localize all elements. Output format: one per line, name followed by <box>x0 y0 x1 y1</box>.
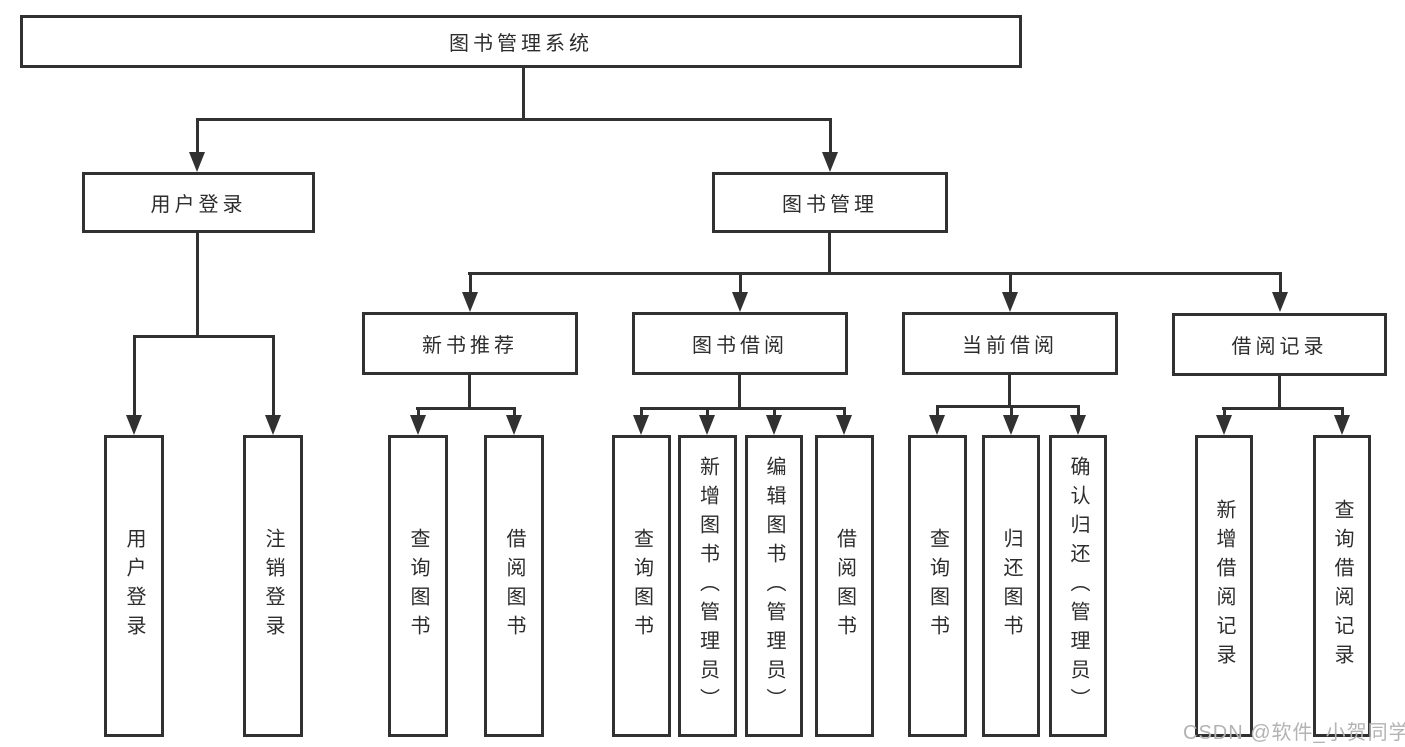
arrowhead-down-icon <box>822 152 838 172</box>
connector-line <box>196 118 832 121</box>
connector-line <box>1077 405 1080 417</box>
connector-line <box>1278 376 1281 410</box>
leaf-label: 查询借阅记录 <box>1331 499 1353 673</box>
arrowhead-down-icon <box>265 415 281 435</box>
node-library-management-system: 图书管理系统 <box>20 15 1022 68</box>
leaf-label: 归还图书 <box>1000 528 1022 644</box>
leaf-query-books-borrowing: 查询图书 <box>612 435 671 737</box>
connector-line <box>1009 272 1012 294</box>
leaf-label: 借阅图书 <box>833 528 856 644</box>
leaf-add-book-admin: 新增图书（管理员） <box>678 435 737 737</box>
leaf-query-books-recommend: 查询图书 <box>388 435 448 737</box>
node-label: 用户登录 <box>150 194 247 216</box>
arrowhead-down-icon <box>506 415 522 435</box>
connector-line <box>1008 375 1011 408</box>
connector-line <box>468 272 1282 275</box>
leaf-query-borrow-record: 查询借阅记录 <box>1313 435 1371 737</box>
arrowhead-down-icon <box>633 415 649 435</box>
leaf-user-login: 用户登录 <box>104 435 164 737</box>
leaf-return-books: 归还图书 <box>982 435 1040 737</box>
node-label: 图书管理 <box>782 194 878 216</box>
leaf-label: 新增借阅记录 <box>1213 499 1235 673</box>
leaf-confirm-return-admin: 确认归还（管理员） <box>1049 435 1107 737</box>
leaf-label: 查询图书 <box>926 528 949 644</box>
node-new-book-recommendation: 新书推荐 <box>362 312 578 375</box>
connector-line <box>829 118 832 154</box>
leaf-edit-book-admin: 编辑图书（管理员） <box>745 435 803 737</box>
watermark: CSDN @软件_小贺同学 <box>1183 722 1405 744</box>
connector-line <box>522 68 525 120</box>
arrowhead-down-icon <box>1334 415 1350 435</box>
leaf-label: 查询图书 <box>630 528 653 644</box>
arrowhead-down-icon <box>929 415 945 435</box>
arrowhead-down-icon <box>836 415 852 435</box>
arrowhead-down-icon <box>1003 415 1019 435</box>
connector-line <box>773 407 776 417</box>
arrowhead-down-icon <box>1002 292 1018 312</box>
leaf-label: 新增图书（管理员） <box>696 455 719 717</box>
connector-line <box>828 233 831 275</box>
connector-line <box>469 272 472 294</box>
connector-line <box>468 375 471 410</box>
node-book-borrowing: 图书借阅 <box>632 312 848 375</box>
connector-line <box>416 407 516 410</box>
connector-line <box>706 407 709 417</box>
connector-line <box>936 405 939 417</box>
connector-line <box>1341 407 1344 417</box>
arrowhead-down-icon <box>732 292 748 312</box>
node-label: 借阅记录 <box>1231 336 1328 358</box>
connector-line <box>1222 407 1344 410</box>
connector-line <box>640 407 846 410</box>
connector-line <box>133 335 136 417</box>
leaf-label: 借阅图书 <box>503 528 525 644</box>
connector-line <box>640 407 643 417</box>
connector-line <box>738 375 741 410</box>
leaf-add-borrow-record: 新增借阅记录 <box>1195 435 1253 737</box>
node-current-borrowing: 当前借阅 <box>902 312 1118 375</box>
node-book-management: 图书管理 <box>712 172 948 233</box>
connector-line <box>196 118 199 154</box>
connector-line <box>1010 405 1013 417</box>
connector-line <box>843 407 846 417</box>
connector-line <box>1223 407 1226 417</box>
node-label: 图书管理系统 <box>449 33 593 55</box>
leaf-borrow-books-recommend: 借阅图书 <box>484 435 544 737</box>
node-label: 新书推荐 <box>422 335 518 357</box>
connector-line <box>936 405 1080 408</box>
connector-line <box>133 335 274 338</box>
leaf-label: 用户登录 <box>123 528 145 644</box>
node-user-login: 用户登录 <box>82 172 315 233</box>
node-label: 当前借阅 <box>962 335 1058 357</box>
arrowhead-down-icon <box>410 415 426 435</box>
leaf-label: 注销登录 <box>262 528 284 644</box>
leaf-query-books-current: 查询图书 <box>908 435 967 737</box>
connector-line <box>417 407 420 417</box>
arrowhead-down-icon <box>462 292 478 312</box>
leaf-borrow-books-borrowing: 借阅图书 <box>815 435 874 737</box>
connector-line <box>513 407 516 417</box>
leaf-label: 确认归还（管理员） <box>1067 455 1089 717</box>
leaf-label: 编辑图书（管理员） <box>763 455 785 717</box>
arrowhead-down-icon <box>699 415 715 435</box>
node-borrowing-records: 借阅记录 <box>1172 313 1387 376</box>
arrowhead-down-icon <box>1216 415 1232 435</box>
arrowhead-down-icon <box>766 415 782 435</box>
connector-line <box>196 233 199 338</box>
connector-line <box>1279 272 1282 294</box>
arrowhead-down-icon <box>1272 292 1288 312</box>
arrowhead-down-icon <box>1070 415 1086 435</box>
leaf-label: 查询图书 <box>407 528 429 644</box>
node-label: 图书借阅 <box>692 335 788 357</box>
arrowhead-down-icon <box>126 415 142 435</box>
leaf-logout: 注销登录 <box>243 435 303 737</box>
connector-line <box>272 335 275 417</box>
connector-line <box>739 272 742 294</box>
arrowhead-down-icon <box>189 152 205 172</box>
